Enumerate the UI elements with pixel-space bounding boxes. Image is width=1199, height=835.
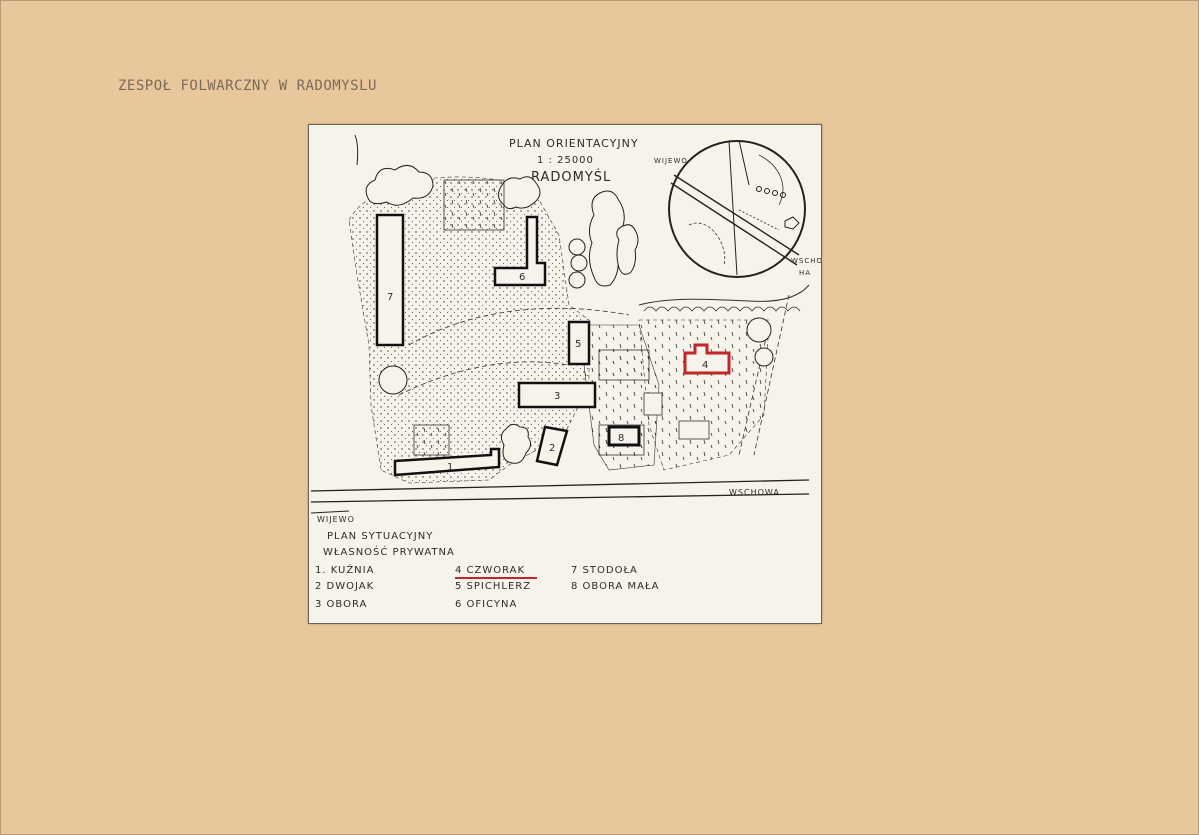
- orientation-inset: WIJEWO WSCHO HA: [654, 139, 821, 278]
- building-3-label: 3: [554, 391, 561, 402]
- legend-item-8: 8 OBORA MAŁA: [571, 581, 659, 592]
- building-5-label: 5: [575, 339, 582, 350]
- building-8-label: 8: [618, 433, 625, 444]
- building-6: 6: [493, 215, 547, 287]
- building-7: 7: [375, 213, 405, 347]
- plan-scale: 1 : 25000: [537, 155, 594, 166]
- path-dashed-1: [408, 307, 630, 346]
- road-label-wijewo-bottom: WIJEWO: [317, 515, 355, 524]
- legend: 1. KUŹNIA 2 DWOJAK 3 OBORA 4 CZWORAK 5 S…: [315, 563, 659, 610]
- site-plan-sheet: PLAN ORIENTACYJNY 1 : 25000 RADOMYŚL WIJ…: [308, 124, 822, 624]
- legend-item-5: 5 SPICHLERZ: [455, 581, 531, 592]
- building-1-label: 1: [447, 462, 454, 473]
- hedge-line-north: [638, 284, 810, 306]
- ownership-label: WŁASNOŚĆ PRYWATNA: [323, 545, 455, 558]
- tree-group: [365, 165, 774, 464]
- building-1: 1: [393, 447, 501, 477]
- building-4-highlighted: 4: [683, 343, 731, 375]
- path-dashed-4: [738, 324, 770, 456]
- legend-item-1: 1. KUŹNIA: [315, 563, 374, 576]
- path-dashed-2: [398, 361, 570, 396]
- document-subtitle-faded: [118, 104, 328, 116]
- hedge-line-north-scallops: [643, 306, 801, 312]
- building-3: 3: [517, 381, 597, 409]
- building-2: 2: [535, 425, 569, 467]
- document-title: ZESPOŁ FOLWARCZNY W RADOMYSLU: [118, 78, 377, 94]
- situation-plan-title: PLAN SYTUACYJNY: [327, 531, 433, 542]
- plan-place: RADOMYŚL: [531, 169, 611, 185]
- building-4-label: 4: [702, 360, 709, 371]
- building-8: 8: [607, 425, 641, 447]
- minor-box-2: [678, 420, 710, 440]
- legend-item-3: 3 OBORA: [315, 599, 367, 610]
- road-label-wijewo-top: WIJEWO: [654, 157, 688, 165]
- path-dashed-3: [753, 294, 790, 456]
- legend-item-6: 6 OFICYNA: [455, 599, 517, 610]
- legend-item-7: 7 STODOŁA: [571, 565, 638, 576]
- road-label-wschowa-top-1: WSCHO: [791, 257, 821, 265]
- tree-stem: [354, 134, 359, 166]
- road-label-wschowa-bottom: WSCHOWA: [729, 488, 780, 497]
- plan-title: PLAN ORIENTACYJNY: [509, 137, 639, 150]
- minor-box-1: [643, 392, 663, 416]
- building-7-label: 7: [387, 292, 394, 303]
- building-6-label: 6: [519, 272, 526, 283]
- building-2-label: 2: [549, 443, 556, 454]
- legend-item-4: 4 CZWORAK: [455, 565, 525, 576]
- building-5: 5: [567, 320, 591, 366]
- road-label-wschowa-top-2: HA: [799, 269, 811, 277]
- site-plan-drawing: PLAN ORIENTACYJNY 1 : 25000 RADOMYŚL WIJ…: [310, 134, 821, 610]
- legend-item-2: 2 DWOJAK: [315, 581, 374, 592]
- main-road: [310, 479, 810, 514]
